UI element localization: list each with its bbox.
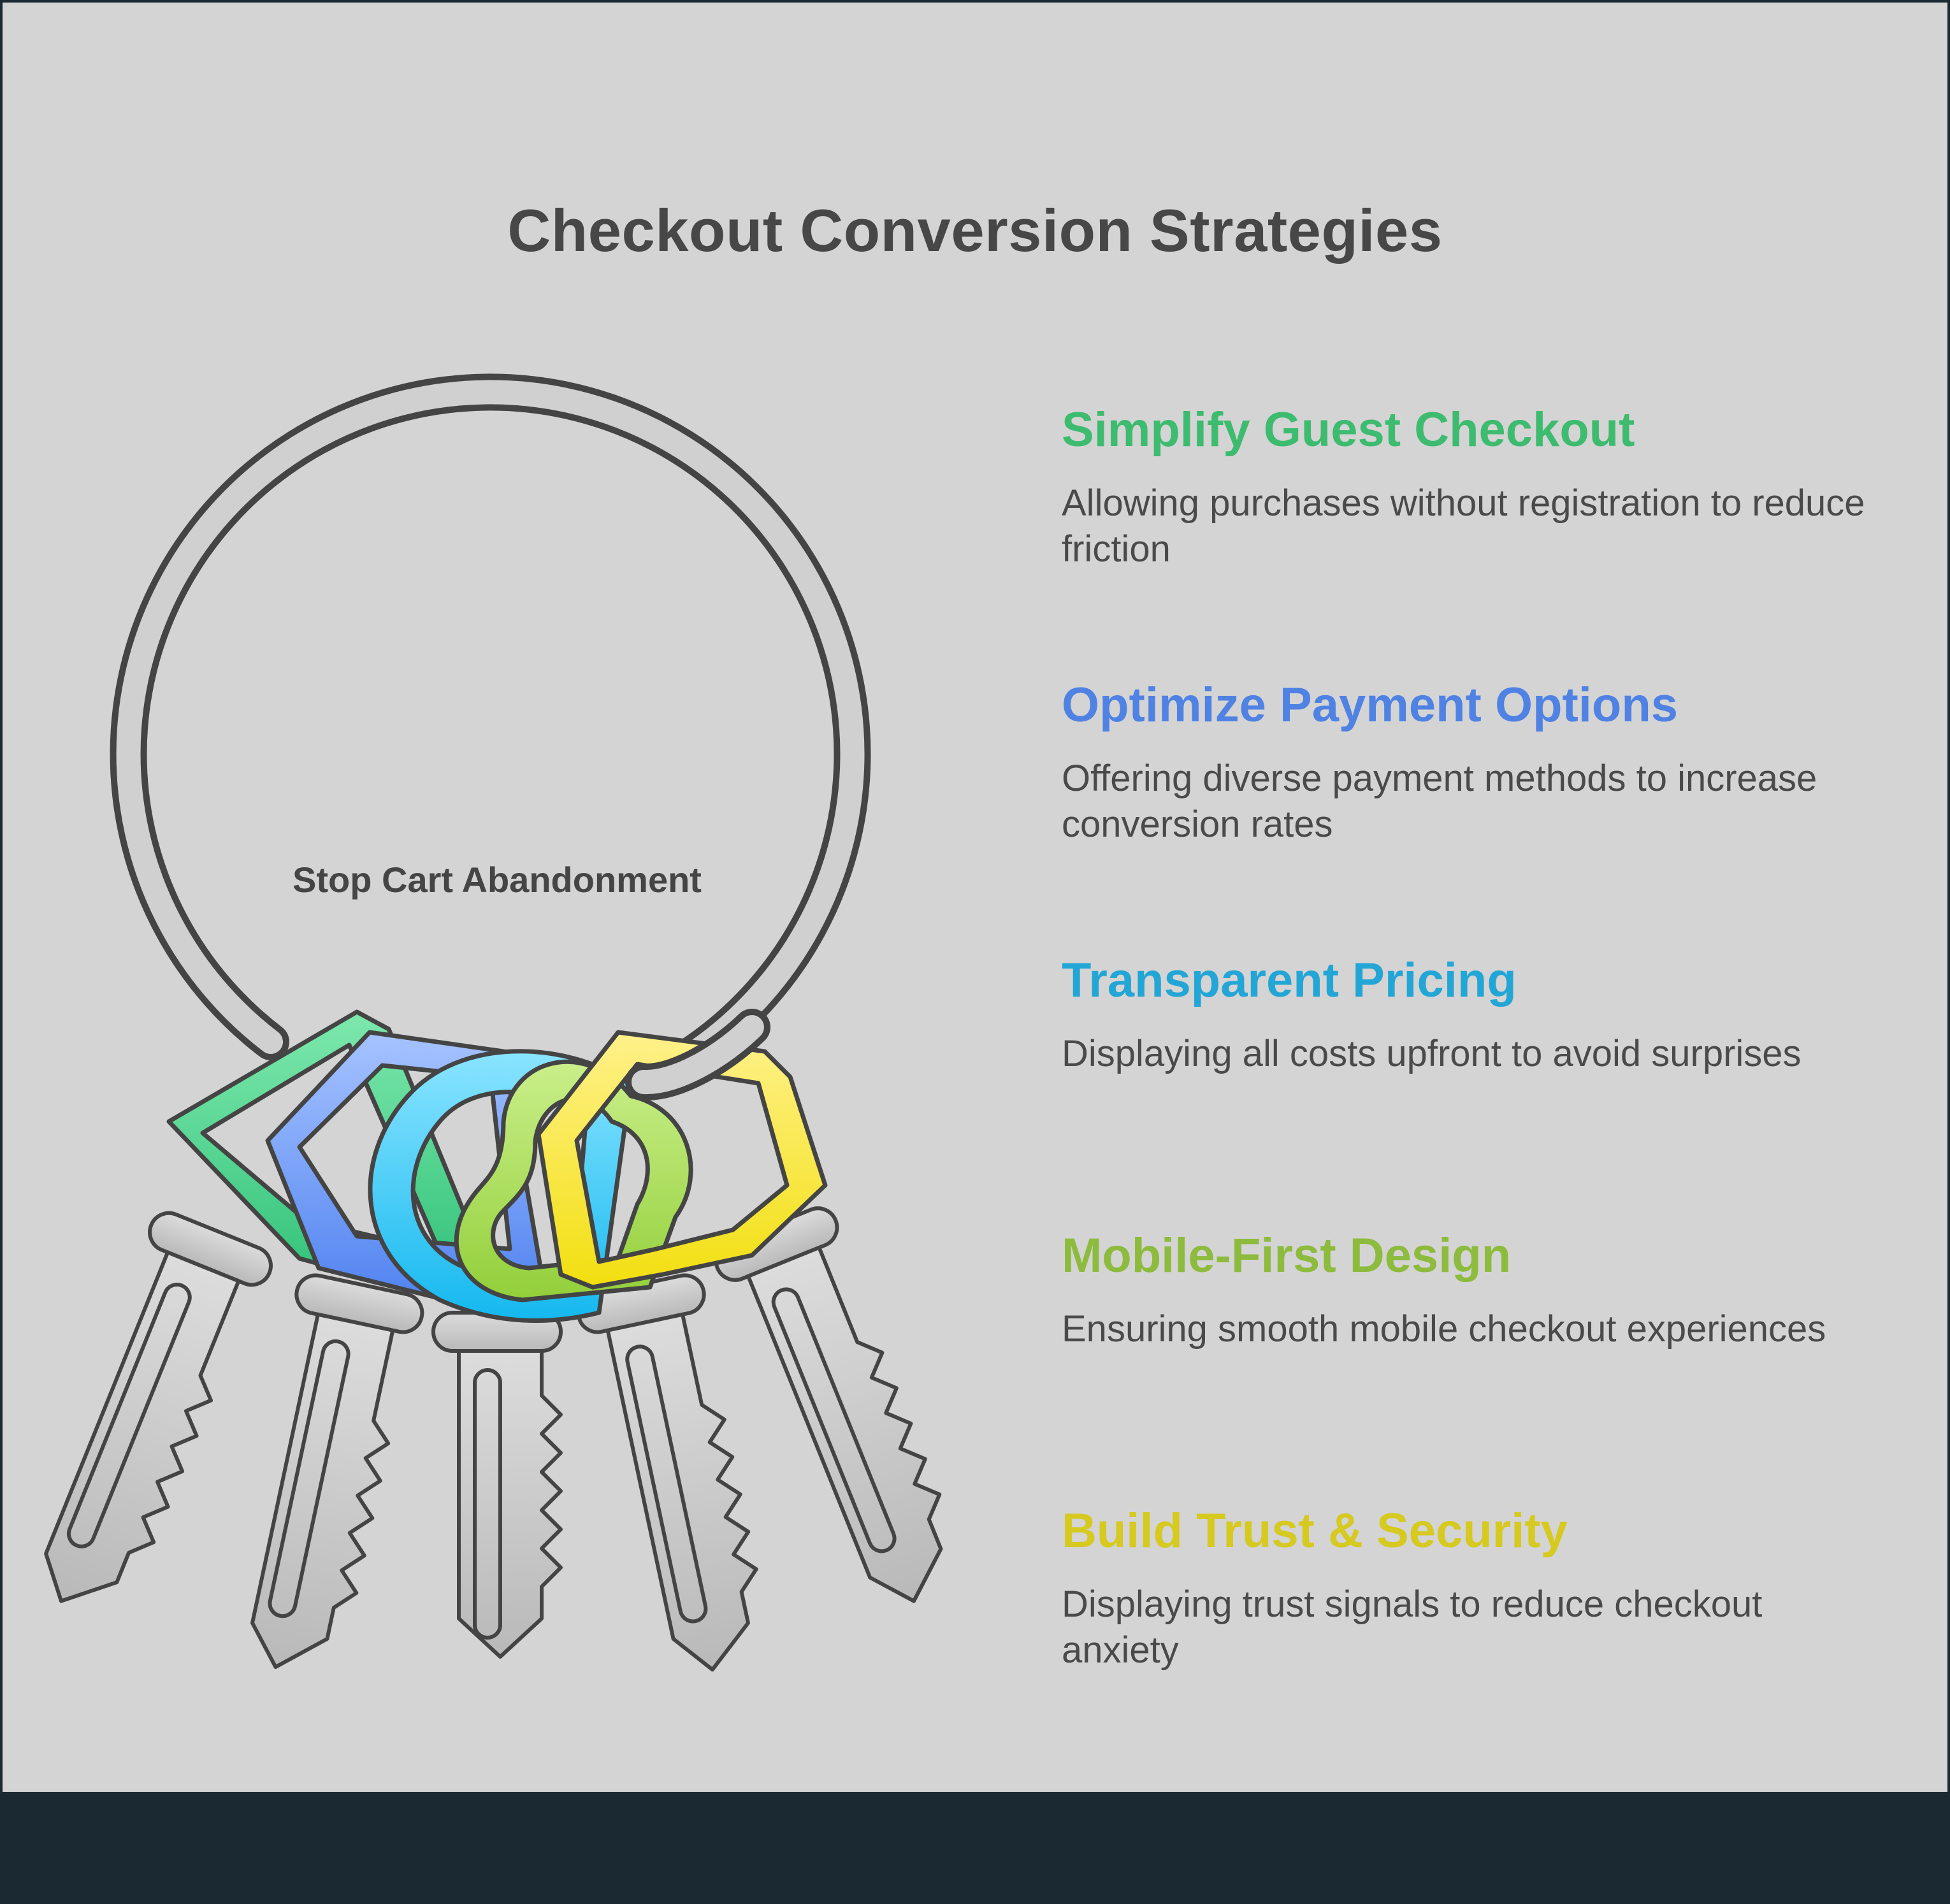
strategy-description: Allowing purchases without registration … xyxy=(1062,482,1865,570)
strategy-transparent-pricing: Transparent Pricing Displaying all costs… xyxy=(1062,952,1877,1077)
key-1 xyxy=(44,1211,273,1603)
strategy-optimize-payment-options: Optimize Payment Options Offering divers… xyxy=(1062,677,1877,847)
strategy-build-trust-security: Build Trust & Security Displaying trust … xyxy=(1062,1503,1877,1673)
strategy-description: Offering diverse payment methods to incr… xyxy=(1062,758,1817,845)
strategy-simplify-guest-checkout: Simplify Guest Checkout Allowing purchas… xyxy=(1062,401,1877,572)
center-label: Stop Cart Abandonment xyxy=(292,860,702,900)
keys xyxy=(44,1206,943,1672)
key-4 xyxy=(576,1273,758,1672)
strategy-description: Displaying trust signals to reduce check… xyxy=(1062,1583,1763,1671)
page-title: Checkout Conversion Strategies xyxy=(507,197,1443,264)
key-3 xyxy=(431,1311,563,1659)
strategy-title: Transparent Pricing xyxy=(1062,953,1517,1007)
strategy-title: Optimize Payment Options xyxy=(1062,678,1679,732)
strategy-title: Mobile-First Design xyxy=(1062,1229,1512,1283)
key-2 xyxy=(250,1273,424,1670)
strategy-description: Ensuring smooth mobile checkout experien… xyxy=(1062,1308,1826,1350)
key-ring xyxy=(110,373,871,1100)
strategy-mobile-first-design: Mobile-First Design Ensuring smooth mobi… xyxy=(1062,1227,1877,1352)
strategy-description: Displaying all costs upfront to avoid su… xyxy=(1062,1033,1802,1074)
strategy-title: Simplify Guest Checkout xyxy=(1062,403,1635,457)
footer-bar xyxy=(0,1792,1950,1904)
strategy-title: Build Trust & Security xyxy=(1062,1504,1568,1558)
key-5 xyxy=(714,1206,943,1603)
key-tags xyxy=(166,1009,828,1323)
